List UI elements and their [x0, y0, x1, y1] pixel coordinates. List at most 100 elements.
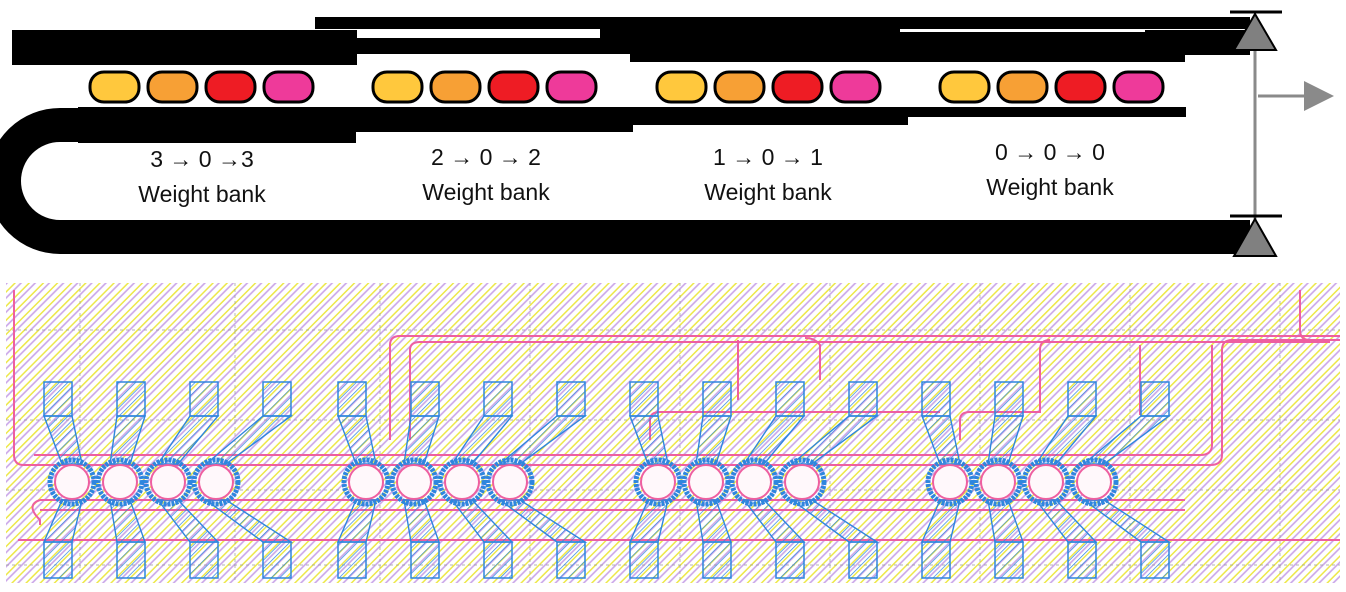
ring-heater [1069, 457, 1119, 507]
ring-resonator [932, 464, 968, 500]
heater-lead-bottom [742, 499, 806, 543]
heater-lead-bottom [920, 499, 961, 543]
ring-heater [47, 457, 97, 507]
ring-heater [191, 457, 241, 507]
detector-top-icon [1232, 12, 1278, 51]
bank-title-0: Weight bank [986, 174, 1114, 200]
heater-lead-bottom [203, 499, 294, 543]
heater-pad-top [702, 381, 732, 417]
ring-resonator [688, 464, 724, 500]
ring-resonator [1076, 464, 1112, 500]
ring-resonator [54, 464, 90, 500]
heater-lead-bottom [156, 499, 220, 543]
ring-heater [777, 457, 827, 507]
microring-bank1-ring0 [655, 70, 708, 104]
ring-heater [633, 457, 683, 507]
ring-resonator [444, 464, 480, 500]
bank-mapping-0: 0 → 0 → 0 [995, 139, 1105, 165]
balanced-detector [1230, 10, 1334, 257]
heater-lead-bottom [42, 499, 83, 543]
heater-pad-top [337, 381, 367, 417]
heater-lead-bottom [1034, 499, 1098, 543]
heater-pad-bottom [410, 541, 440, 579]
heater-lead-bottom [336, 499, 377, 543]
microring-bank2-ring2 [487, 70, 540, 104]
heater-pad-top [1067, 381, 1097, 417]
heater-lead-bottom [695, 499, 732, 543]
microring-bank1-ring3 [829, 70, 882, 104]
heater-pad-bottom [775, 541, 805, 579]
layout-background [6, 283, 1340, 583]
heater-pad-bottom [43, 541, 73, 579]
microring-rows [88, 70, 1165, 104]
ring-resonator [150, 464, 186, 500]
heater-lead-bottom [109, 499, 146, 543]
ring-resonator [492, 464, 528, 500]
ring-resonator [1028, 464, 1064, 500]
bank-title-3: Weight bank [138, 181, 266, 207]
ring-heater [485, 457, 535, 507]
ring-heater [389, 457, 439, 507]
heater-pad-bottom [1067, 541, 1097, 579]
ring-heater [729, 457, 779, 507]
microring-bank3-ring3 [262, 70, 315, 104]
microring-bank1-ring2 [771, 70, 824, 104]
ring-heater [143, 457, 193, 507]
ring-resonator [640, 464, 676, 500]
heater-pad-bottom [483, 541, 513, 579]
heater-pad-top [556, 381, 586, 417]
ring-resonator [198, 464, 234, 500]
heater-pad-bottom [337, 541, 367, 579]
heater-lead-bottom [450, 499, 514, 543]
heater-pad-bottom [556, 541, 586, 579]
heater-pad-top [483, 381, 513, 417]
microring-bank0-ring3 [1112, 70, 1165, 104]
heater-pad-bottom [921, 541, 951, 579]
loop-waveguide [0, 108, 1250, 254]
heater-lead-bottom [497, 499, 588, 543]
heater-lead-bottom [1081, 499, 1172, 543]
microring-bank2-ring3 [545, 70, 598, 104]
heater-lead-bottom [628, 499, 669, 543]
heater-pad-bottom [116, 541, 146, 579]
ring-resonator [784, 464, 820, 500]
heater-lead-bottom [789, 499, 880, 543]
microring-bank3-ring0 [88, 70, 141, 104]
heater-lead-bottom [403, 499, 440, 543]
heater-pad-bottom [702, 541, 732, 579]
chip-layout-view [6, 283, 1340, 583]
microring-bank2-ring0 [371, 70, 424, 104]
ring-resonator [396, 464, 432, 500]
ring-heater [95, 457, 145, 507]
detector-bottom-icon [1232, 216, 1278, 257]
ring-resonator [348, 464, 384, 500]
heater-pad-bottom [262, 541, 292, 579]
bank-mapping-3: 3 → 0 →3 [150, 146, 254, 172]
heater-pad-top [262, 381, 292, 417]
microring-bank0-ring1 [996, 70, 1049, 104]
ring-resonator [736, 464, 772, 500]
heater-pad-top [410, 381, 440, 417]
heater-pad-bottom [189, 541, 219, 579]
ring-heater [681, 457, 731, 507]
ring-heater [437, 457, 487, 507]
ring-resonator [102, 464, 138, 500]
heater-lead-bottom [987, 499, 1024, 543]
ring-heater [973, 457, 1023, 507]
heater-pad-bottom [1140, 541, 1170, 579]
heater-pad-bottom [629, 541, 659, 579]
ring-heater [341, 457, 391, 507]
bank-labels: 3 → 0 →3 Weight bank 2 → 0 → 2 Weight ba… [138, 139, 1114, 207]
heater-pad-top [629, 381, 659, 417]
microring-bank3-ring1 [146, 70, 199, 104]
microring-bank1-ring1 [713, 70, 766, 104]
ring-heater [1021, 457, 1071, 507]
layout-ring-resonators [42, 381, 1172, 579]
ring-resonator [980, 464, 1016, 500]
weight-bank-schematic: 3 → 0 →3 Weight bank 2 → 0 → 2 Weight ba… [0, 10, 1334, 257]
heater-pad-bottom [994, 541, 1024, 579]
ring-heater [925, 457, 975, 507]
bank-mapping-2: 2 → 0 → 2 [431, 144, 541, 170]
drop-waveguide [78, 107, 1186, 143]
heater-pad-top [994, 381, 1024, 417]
